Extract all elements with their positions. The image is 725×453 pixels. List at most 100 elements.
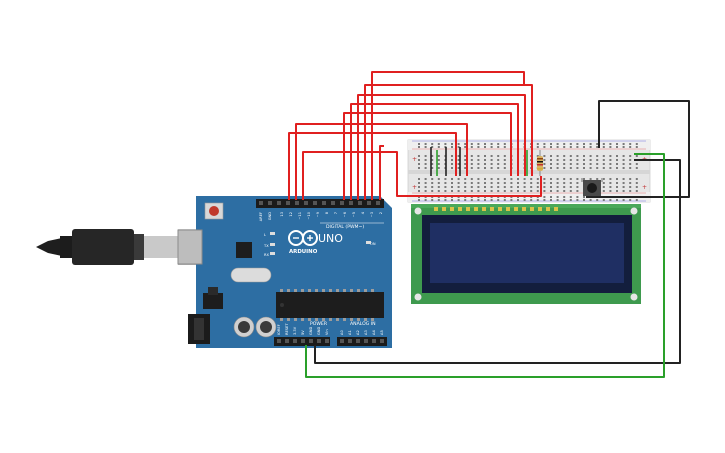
breadboard-hole (517, 199, 519, 201)
breadboard-hole (497, 190, 500, 192)
breadboard-hole (569, 178, 572, 180)
breadboard-hole (484, 182, 486, 184)
arduino-uno-board[interactable]: AREF GND 13 12 ~11 ~10 ~9 8 7 ~6 ~5 4 ~3… (177, 196, 392, 348)
resistor[interactable] (537, 150, 543, 176)
breadboard-hole (569, 196, 572, 198)
breadboard-hole (431, 167, 434, 169)
breadboard-hole (470, 155, 473, 157)
breadboard-hole (484, 186, 486, 188)
breadboard-hole (536, 155, 539, 157)
breadboard-hole (589, 199, 592, 201)
breadboard-hole (622, 155, 625, 157)
breadboard-hole (563, 182, 566, 184)
breadboard-hole (622, 163, 625, 165)
breadboard-hole (418, 146, 420, 148)
breadboard-hole (444, 186, 447, 188)
breadboard-hole (616, 143, 618, 145)
breadboard-hole (477, 143, 480, 145)
breadboard-hole (497, 163, 500, 165)
lcd-screen (430, 223, 624, 283)
pin-label-a3: A3 (364, 330, 368, 335)
pin-label-reset: RESET (285, 323, 289, 335)
breadboard-hole (510, 199, 513, 201)
breadboard-hole (635, 190, 638, 192)
breadboard-hole (470, 186, 473, 188)
breadboard-hole (431, 163, 434, 165)
breadboard-hole (457, 146, 460, 148)
breadboard-hole (451, 159, 453, 161)
breadboard-hole (556, 155, 559, 157)
breadboard-hole (596, 163, 599, 165)
breadboard-hole (517, 182, 519, 184)
breadboard-hole (490, 163, 493, 165)
breadboard-hole (602, 146, 605, 148)
breadboard-hole (484, 163, 486, 165)
breadboard-hole (602, 143, 605, 145)
breadboard-hole (477, 146, 480, 148)
breadboard-hole (635, 182, 638, 184)
breadboard-hole (490, 143, 493, 145)
breadboard-hole (583, 163, 585, 165)
breadboard-hole (510, 182, 513, 184)
breadboard[interactable]: + + + + (407, 139, 651, 203)
breadboard-hole (622, 146, 625, 148)
analog-label: ANALOG IN (350, 321, 376, 327)
pin-label-6: ~6 (343, 211, 347, 217)
lcd-16x2[interactable] (411, 204, 641, 304)
breadboard-hole (470, 190, 473, 192)
breadboard-hole (536, 143, 539, 145)
breadboard-hole (589, 163, 592, 165)
breadboard-hole (477, 155, 480, 157)
breadboard-hole (543, 182, 546, 184)
breadboard-hole (569, 146, 572, 148)
pin-label-a1: A1 (348, 330, 352, 335)
breadboard-hole (464, 178, 467, 180)
breadboard-hole (530, 199, 533, 201)
breadboard-hole (418, 143, 420, 145)
pin-label-gnd1: GND (309, 327, 313, 335)
breadboard-hole (635, 163, 638, 165)
breadboard-hole (569, 155, 572, 157)
breadboard-hole (556, 159, 559, 161)
breadboard-hole (523, 178, 526, 180)
breadboard-hole (635, 155, 638, 157)
bb-plus-right-2: + (642, 184, 647, 191)
breadboard-hole (457, 190, 460, 192)
breadboard-hole (517, 186, 519, 188)
breadboard-hole (437, 178, 440, 180)
bb-plus-left-2: + (412, 184, 417, 191)
breadboard-hole (622, 199, 625, 201)
breadboard-hole (517, 178, 519, 180)
breadboard-hole (464, 163, 467, 165)
breadboard-hole (424, 155, 427, 157)
breadboard-hole (503, 155, 506, 157)
breadboard-hole (523, 199, 526, 201)
pin-label-3v3: 3.3V (293, 326, 297, 335)
breadboard-hole (437, 182, 440, 184)
breadboard-hole (616, 186, 618, 188)
breadboard-hole (464, 186, 467, 188)
breadboard-hole (470, 159, 473, 161)
pin-label-a4: A4 (372, 330, 376, 335)
breadboard-hole (569, 143, 572, 145)
breadboard-hole (543, 199, 546, 201)
breadboard-hole (497, 178, 500, 180)
breadboard-hole (457, 143, 460, 145)
breadboard-hole (556, 163, 559, 165)
breadboard-hole (503, 167, 506, 169)
breadboard-hole (602, 190, 605, 192)
board-brand: ARDUINO (289, 249, 318, 255)
breadboard-hole (609, 190, 612, 192)
breadboard-hole (622, 178, 625, 180)
breadboard-hole (497, 167, 500, 169)
pushbutton[interactable] (581, 178, 603, 196)
breadboard-hole (444, 182, 447, 184)
pin-label-2: 2 (379, 212, 383, 214)
breadboard-hole (536, 178, 539, 180)
breadboard-hole (470, 143, 473, 145)
breadboard-hole (503, 199, 506, 201)
breadboard-hole (576, 196, 579, 198)
breadboard-hole (583, 196, 585, 198)
breadboard-hole (444, 199, 447, 201)
